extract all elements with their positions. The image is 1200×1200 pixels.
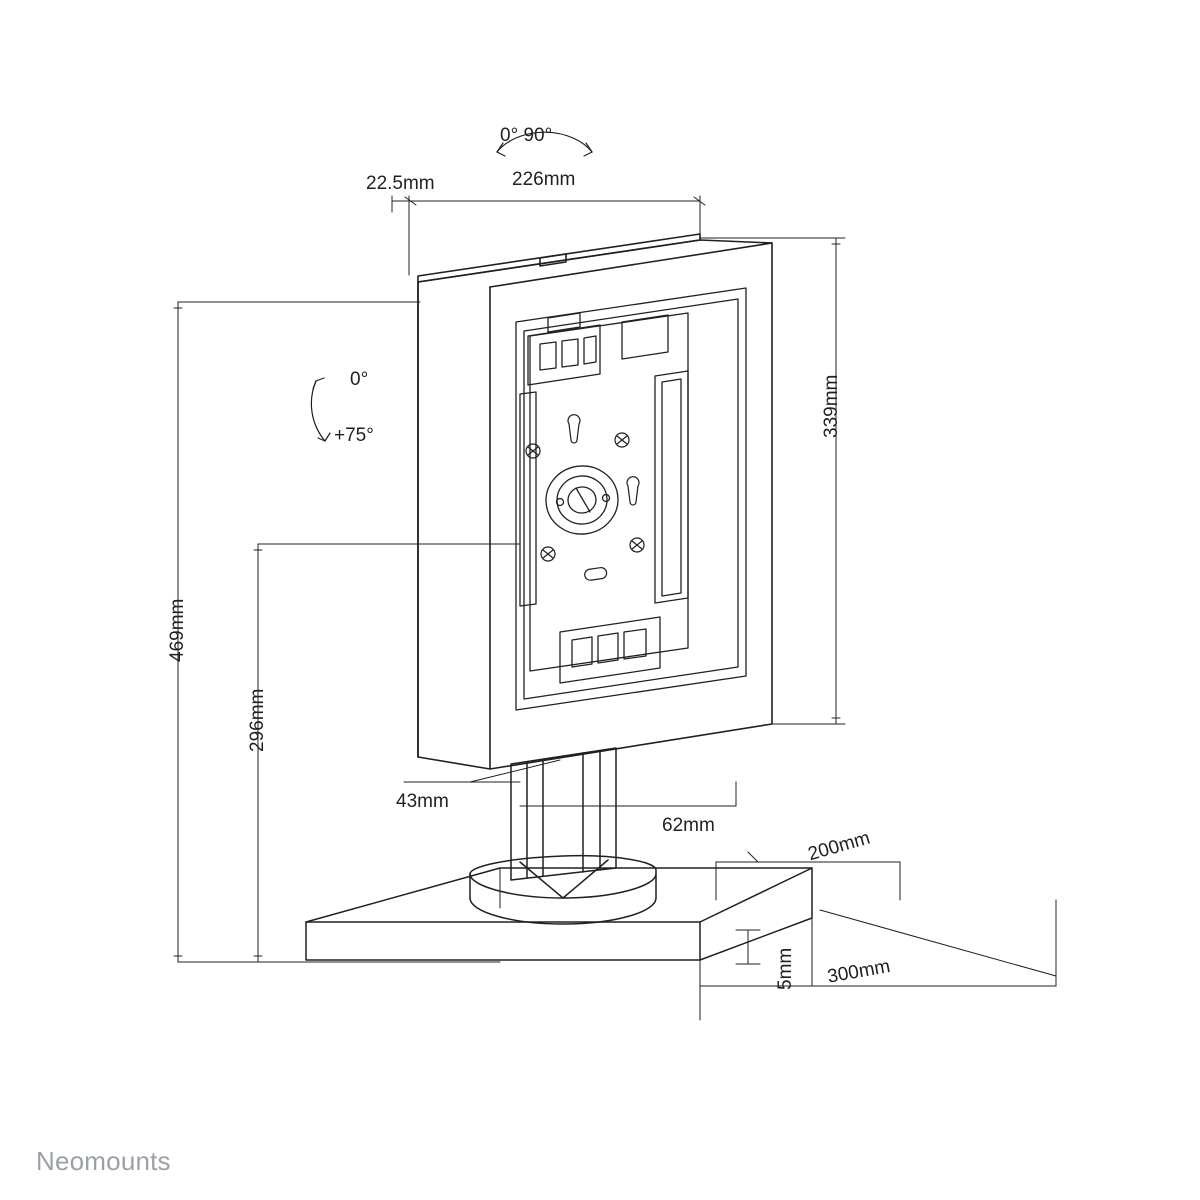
dim-label-column-width: 62mm: [662, 815, 715, 836]
base-plate: [305, 867, 813, 961]
dim-label-width-top: 226mm: [512, 169, 576, 190]
dimension-lines: [173, 195, 1057, 1021]
dim-label-total-height: 469mm: [167, 598, 188, 662]
tablet-housing: [417, 233, 773, 770]
brand-wordmark: Neomounts: [36, 1146, 171, 1176]
support-column: [510, 747, 617, 881]
rotation-hub: [545, 465, 619, 535]
bottom-clamp-bracket: [559, 616, 661, 684]
fasteners: [525, 414, 645, 581]
dim-label-rotation-top: 0° 90°: [500, 125, 553, 146]
tablet-screen-opening: [515, 287, 747, 711]
dim-label-tilt-plus: +75°: [334, 425, 374, 446]
dim-label-depth-offset: 22.5mm: [366, 173, 435, 194]
rotation-arc-top: [496, 131, 593, 157]
base-pedestal: [469, 854, 657, 925]
tilt-arc: [310, 377, 331, 442]
dim-label-pivot-height: 296mm: [247, 688, 268, 752]
dim-label-column-depth: 43mm: [396, 791, 449, 812]
mounting-plate: [519, 312, 689, 672]
dim-label-tilt-zero: 0°: [350, 369, 369, 390]
dim-label-base-thickness: 5mm: [775, 947, 796, 990]
top-clamp-bracket: [527, 312, 601, 386]
dim-label-screen-height: 339mm: [821, 374, 842, 438]
